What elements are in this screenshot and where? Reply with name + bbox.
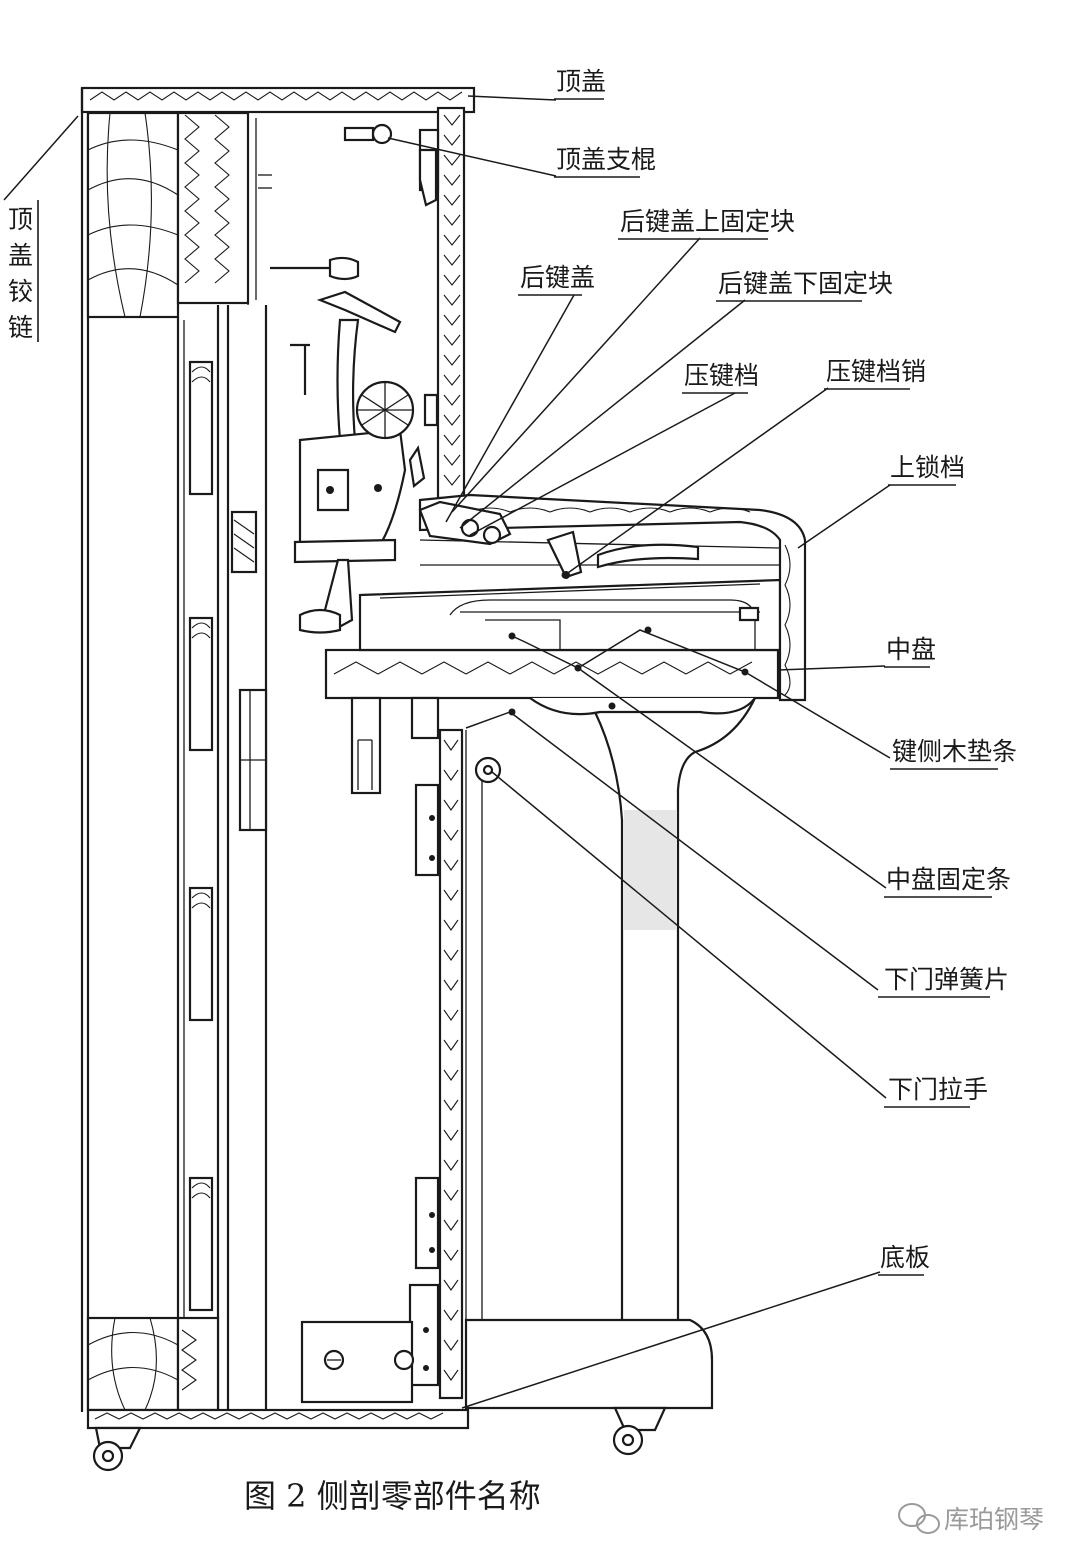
label-top-lid: 顶盖 xyxy=(556,67,606,96)
label-key-bed-fixing-strip: 中盘固定条 xyxy=(886,865,1011,894)
part-labels: 顶盖 顶盖支棍 后键盖上固定块 后键盖 后键盖下固定块 压键档 压键档销 上锁档… xyxy=(8,67,1017,1276)
label-key-slip-rail: 压键档 xyxy=(684,361,759,390)
svg-text:铰: 铰 xyxy=(8,277,33,306)
svg-text:顶: 顶 xyxy=(8,205,33,234)
action-mechanism xyxy=(258,123,760,634)
label-lock-rail: 上锁档 xyxy=(890,453,965,482)
label-top-lid-hinge: 顶 盖 铰 链 xyxy=(8,200,39,342)
top-back-block xyxy=(86,111,180,319)
label-bottom-board: 底板 xyxy=(880,1243,930,1272)
label-back-fall: 后键盖 xyxy=(520,263,595,292)
lower-door xyxy=(438,728,464,1400)
label-lower-door-handle: 下门拉手 xyxy=(888,1075,988,1104)
chat-bubble-icon xyxy=(898,1503,940,1534)
watermark-text: 库珀钢琴 xyxy=(944,1505,1044,1534)
label-key-side-strip: 键侧木垫条 xyxy=(892,737,1017,766)
label-top-lid-prop: 顶盖支棍 xyxy=(556,145,656,174)
figure-caption: 图 2 侧剖零部件名称 xyxy=(244,1477,541,1515)
cabinet-structure xyxy=(80,86,807,1472)
front-caster xyxy=(612,1406,667,1456)
label-key-slip-pin: 压键档销 xyxy=(826,357,926,386)
leader-lines xyxy=(3,95,891,1409)
label-key-bed: 中盘 xyxy=(886,635,936,664)
back-caster xyxy=(92,1426,142,1472)
svg-text:盖: 盖 xyxy=(8,241,33,270)
top-lid-board xyxy=(80,86,476,114)
bottom-board xyxy=(86,1408,470,1430)
watermark: 库珀钢琴 xyxy=(898,1503,1044,1534)
front-leg xyxy=(594,711,624,1320)
svg-text:链: 链 xyxy=(8,313,33,342)
bottom-back-block xyxy=(86,1316,180,1412)
label-back-fall-upper-block: 后键盖上固定块 xyxy=(620,207,795,236)
key-bed xyxy=(324,648,780,700)
label-back-fall-lower-block: 后键盖下固定块 xyxy=(718,269,893,298)
label-lower-door-spring: 下门弹簧片 xyxy=(884,965,1009,994)
